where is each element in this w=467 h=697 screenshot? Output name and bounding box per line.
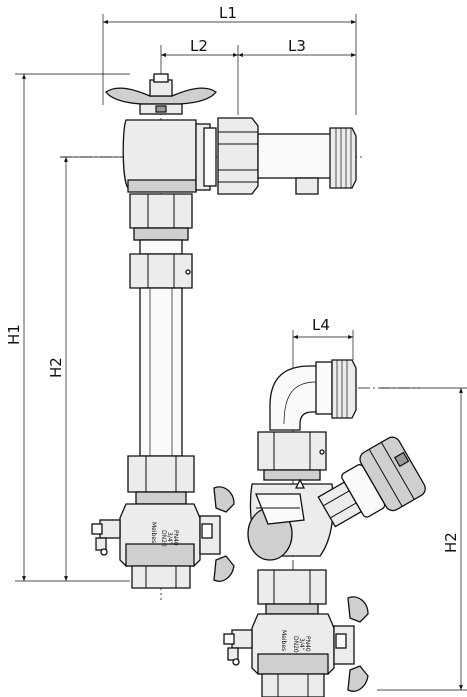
dimension-label-h2-right: H2 bbox=[442, 532, 460, 553]
dimension-l3: L3 bbox=[238, 37, 356, 57]
right-elbow bbox=[269, 359, 357, 431]
dimension-label-l4: L4 bbox=[312, 316, 330, 334]
dimension-h2-left: H2 bbox=[47, 156, 124, 581]
right-middle-nut bbox=[257, 569, 327, 615]
balancing-valve-actuator bbox=[317, 436, 426, 528]
left-valve-rating: PN40 bbox=[172, 530, 179, 546]
top-lower-nut bbox=[129, 193, 193, 241]
top-handle bbox=[105, 73, 217, 115]
dimension-h1: H1 bbox=[5, 73, 130, 582]
top-right-pipe bbox=[257, 127, 357, 195]
dimension-label-h1: H1 bbox=[5, 324, 23, 345]
dimension-label-l2: L2 bbox=[190, 37, 208, 55]
top-ball-valve-body bbox=[122, 119, 217, 193]
vertical-pipe bbox=[139, 287, 183, 457]
left-valve-brand: Meibes bbox=[150, 522, 157, 543]
top-union-nut bbox=[217, 117, 259, 195]
right-valve-thread: 3/4" bbox=[298, 638, 305, 651]
left-assembly: Meibes DN20 3/4" PN40 bbox=[91, 73, 357, 589]
left-lower-ball-valve: Meibes DN20 3/4" PN40 bbox=[91, 486, 235, 589]
right-valve-rating: PN40 bbox=[304, 636, 311, 652]
right-assembly: Meibes DN20 3/4" PN40 bbox=[223, 359, 426, 697]
dimension-h2-right: H2 bbox=[377, 387, 467, 691]
right-lower-ball-valve: Meibes DN20 3/4" PN40 bbox=[223, 596, 369, 697]
dimension-l4: L4 bbox=[292, 316, 354, 370]
dimension-label-h2-left: H2 bbox=[47, 357, 65, 378]
left-valve-thread: 3/4" bbox=[166, 532, 173, 545]
right-upper-union-nut bbox=[257, 431, 327, 481]
balancing-valve-body bbox=[247, 478, 335, 561]
left-valve-size: DN20 bbox=[160, 530, 167, 547]
dimension-l1: L1 bbox=[102, 4, 357, 115]
dimension-label-l3: L3 bbox=[288, 37, 306, 55]
right-valve-brand: Meibes bbox=[280, 630, 287, 651]
vertical-pipe-lower-union bbox=[127, 455, 195, 505]
right-valve-size: DN20 bbox=[292, 636, 299, 653]
dimension-label-l1: L1 bbox=[219, 4, 237, 22]
vertical-pipe-upper-union bbox=[129, 239, 193, 289]
